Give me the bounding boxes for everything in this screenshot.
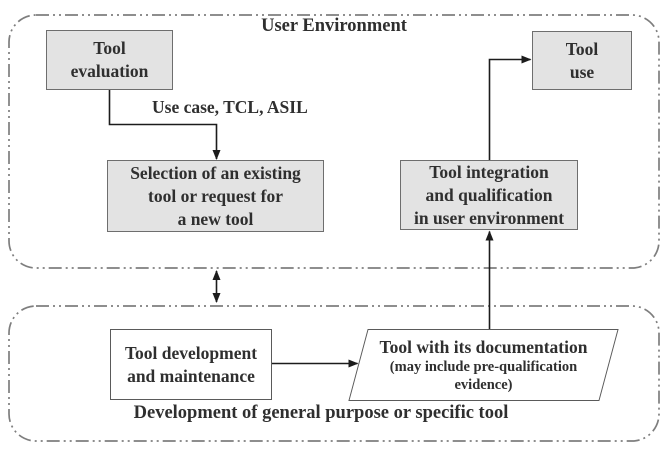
node-tool-documentation-label: Tool with its documentation: [379, 337, 588, 357]
node-tool-documentation: Tool with its documentation (may include…: [348, 329, 619, 401]
node-tool-integration: Tool integration and qualification in us…: [400, 160, 578, 230]
node-tool-documentation-note: (may include pre-qualification evidence): [389, 359, 578, 393]
node-tool-integration-label: Tool integration and qualification in us…: [413, 161, 565, 228]
node-tool-selection-label: Selection of an existing tool or request…: [130, 162, 301, 229]
node-tool-development: Tool development and maintenance: [110, 329, 272, 400]
node-tool-evaluation: Tool evaluation: [46, 30, 173, 90]
development-region-border: [8, 305, 660, 442]
edge-label-use-case-tcl-asil: Use case, TCL, ASIL: [152, 97, 308, 117]
user-environment-region-border: [8, 14, 660, 269]
user-environment-region-title: User Environment: [261, 16, 407, 36]
node-tool-documentation-content: Tool with its documentation (may include…: [359, 330, 608, 400]
node-tool-evaluation-label: Tool evaluation: [70, 38, 149, 81]
node-tool-use-label: Tool use: [565, 38, 599, 82]
node-tool-selection: Selection of an existing tool or request…: [107, 160, 324, 232]
node-tool-development-label: Tool development and maintenance: [124, 342, 258, 386]
edge-evaluation-to-selection: [108, 90, 221, 160]
edge-integration-to-use: [488, 55, 532, 160]
development-region-caption: Development of general purpose or specif…: [133, 403, 509, 423]
node-tool-use: Tool use: [532, 31, 632, 90]
